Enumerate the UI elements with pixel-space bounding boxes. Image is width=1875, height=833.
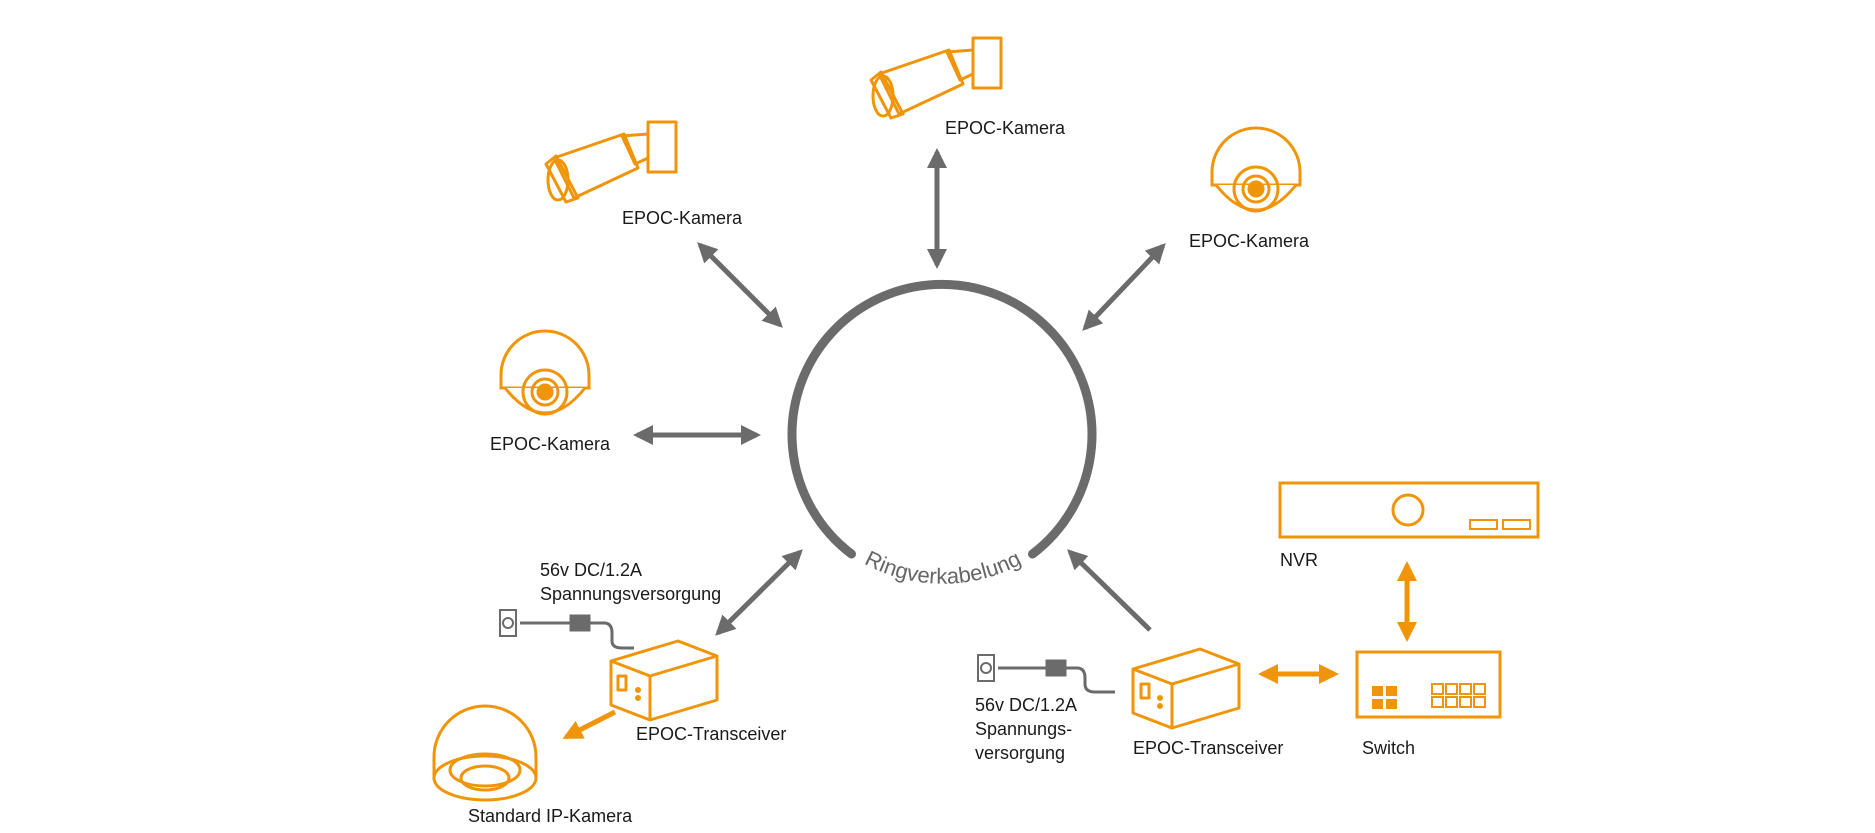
arrow-transceiver-to-ip-camera: [562, 709, 617, 740]
right-power-label-line3: versorgung: [975, 743, 1065, 763]
left-power-label-line2: Spannungsversorgung: [540, 584, 721, 604]
right-power-label-line2: Spannungs-: [975, 719, 1072, 739]
arrow-upper-left-camera: [697, 242, 783, 328]
camera-label-left: EPOC-Kamera: [490, 434, 611, 454]
ring-cable: [787, 279, 1097, 559]
nvr-label: NVR: [1280, 550, 1318, 570]
right-power-label-line1: 56v DC/1.2A: [975, 695, 1077, 715]
arrow-upper-right-camera: [1082, 243, 1166, 331]
switch-label: Switch: [1362, 738, 1415, 758]
dome-camera-icon: [1210, 126, 1302, 213]
arrow-left-transceiver: [715, 549, 803, 636]
arrow-right-transceiver: [1067, 549, 1152, 632]
left-power-label-line1: 56v DC/1.2A: [540, 560, 642, 580]
epoc-transceiver-icon: [609, 639, 719, 722]
left-transceiver-label: EPOC-Transceiver: [636, 724, 786, 744]
bullet-camera-icon: [869, 36, 1003, 120]
power-cable-icon: [520, 614, 634, 650]
ip-camera-icon: [432, 704, 538, 802]
power-outlet-icon: [499, 609, 517, 637]
camera-label-top: EPOC-Kamera: [945, 118, 1066, 138]
nvr-icon: [1278, 481, 1540, 539]
right-transceiver-label: EPOC-Transceiver: [1133, 738, 1283, 758]
camera-label-upper-right: EPOC-Kamera: [1189, 231, 1310, 251]
ip-camera-label: Standard IP-Kamera: [468, 806, 633, 826]
power-outlet-icon: [977, 654, 995, 682]
network-switch-icon: [1355, 650, 1502, 719]
bullet-camera-icon: [544, 120, 678, 204]
epoc-transceiver-icon: [1131, 647, 1241, 730]
ring-label: Ringverkabelung: [861, 546, 1024, 589]
power-cable-icon: [998, 659, 1115, 694]
dome-camera-icon: [499, 329, 591, 416]
camera-label-upper-left: EPOC-Kamera: [622, 208, 743, 228]
